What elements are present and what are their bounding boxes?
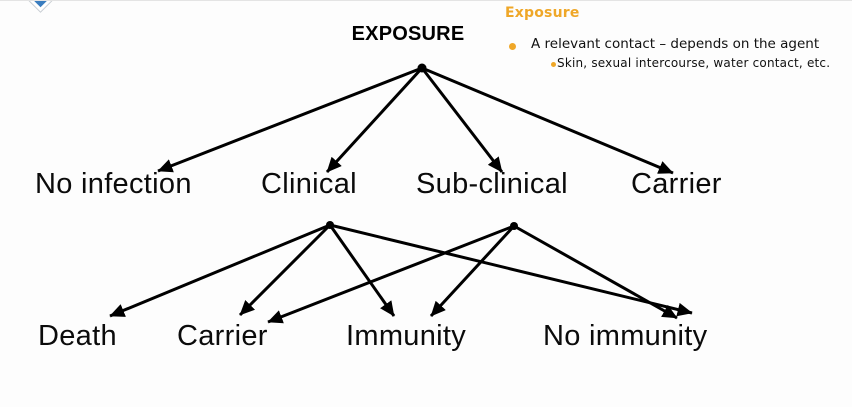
- bullet-dot-icon: [509, 43, 516, 50]
- clinical-node: [326, 221, 334, 229]
- outcome-no-immunity: No immunity: [543, 320, 708, 352]
- edge-layer: [109, 66, 693, 324]
- outcome-carrier-2: Carrier: [177, 320, 268, 352]
- outcome-immunity: Immunity: [346, 320, 467, 352]
- node-layer: [326, 63, 518, 230]
- exposure-node: [417, 63, 427, 73]
- note-bullet-text: A relevant contact – depends on the agen…: [531, 36, 820, 52]
- edge-arrow-exposure-to-sub-clinical: [420, 67, 504, 173]
- edge-arrow-clinical-to-immunity: [328, 224, 396, 317]
- sub-bullet-dot-icon: [551, 62, 556, 67]
- tree-root-title: EXPOSURE: [351, 23, 465, 45]
- outcome-no-infection: No infection: [35, 168, 192, 200]
- edge-arrow-exposure-to-clinical: [325, 66, 424, 174]
- edge-arrow-sub-clinical-to-immunity: [429, 224, 516, 318]
- edge-arrow-sub-clinical-to-carrier-2: [267, 224, 515, 324]
- outcome-clinical: Clinical: [261, 168, 357, 200]
- edge-arrow-clinical-to-death: [109, 223, 331, 318]
- subclinical-node: [510, 222, 518, 230]
- edge-arrow-clinical-to-carrier-2: [238, 223, 332, 317]
- edge-arrow-exposure-to-no-infection: [157, 66, 423, 173]
- edge-arrow-sub-clinical-to-no-immunity: [513, 224, 678, 320]
- notes-heading: Exposure: [505, 5, 580, 21]
- outcome-death: Death: [38, 320, 117, 352]
- note-sub-bullet-text: Skin, sexual intercourse, water contact,…: [557, 56, 831, 70]
- outcome-carrier: Carrier: [631, 168, 722, 200]
- edge-arrow-clinical-to-no-immunity: [329, 223, 693, 317]
- outcome-sub-clinical: Sub-clinical: [416, 168, 568, 200]
- edge-arrow-exposure-to-carrier-1: [421, 66, 674, 175]
